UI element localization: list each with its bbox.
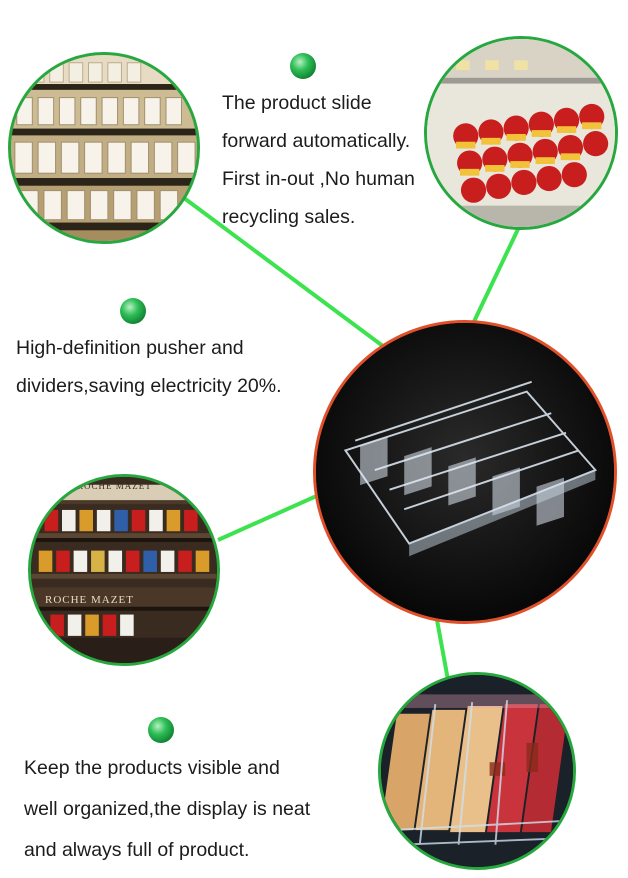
feature-line: Keep the products visible and — [24, 757, 280, 779]
feature-line: First in-out ,No human — [222, 168, 415, 190]
shelf-sign-top: ROCHE MAZET — [77, 481, 152, 491]
gold-boxes-tray-photo — [378, 672, 576, 870]
feature-auto-slide-text: The product slide forward automatically.… — [222, 84, 415, 236]
feature-line: The product slide — [222, 92, 372, 114]
pusher-tray-product-photo — [313, 320, 617, 624]
feature-line: well organized,the display is neat — [24, 798, 311, 820]
green-bullet-icon — [120, 298, 146, 324]
feature-line: and always full of product. — [24, 839, 250, 861]
green-bullet-icon — [148, 717, 174, 743]
feature-visible-text: Keep the products visible and well organ… — [24, 748, 310, 871]
shelf-red-jars-photo — [424, 36, 618, 230]
feature-line: forward automatically. — [222, 130, 411, 152]
shelf-white-boxes-photo — [8, 52, 200, 244]
cigarette-shelf-photo: ROCHE MAZET ROCHE MAZET — [28, 474, 220, 666]
feature-line: dividers,saving electricity 20%. — [16, 375, 282, 397]
feature-line: High-definition pusher and — [16, 337, 244, 359]
green-bullet-icon — [290, 53, 316, 79]
feature-pusher-text: High-definition pusher and dividers,savi… — [16, 329, 282, 405]
shelf-sign-middle: ROCHE MAZET — [45, 594, 134, 606]
feature-line: recycling sales. — [222, 206, 356, 228]
